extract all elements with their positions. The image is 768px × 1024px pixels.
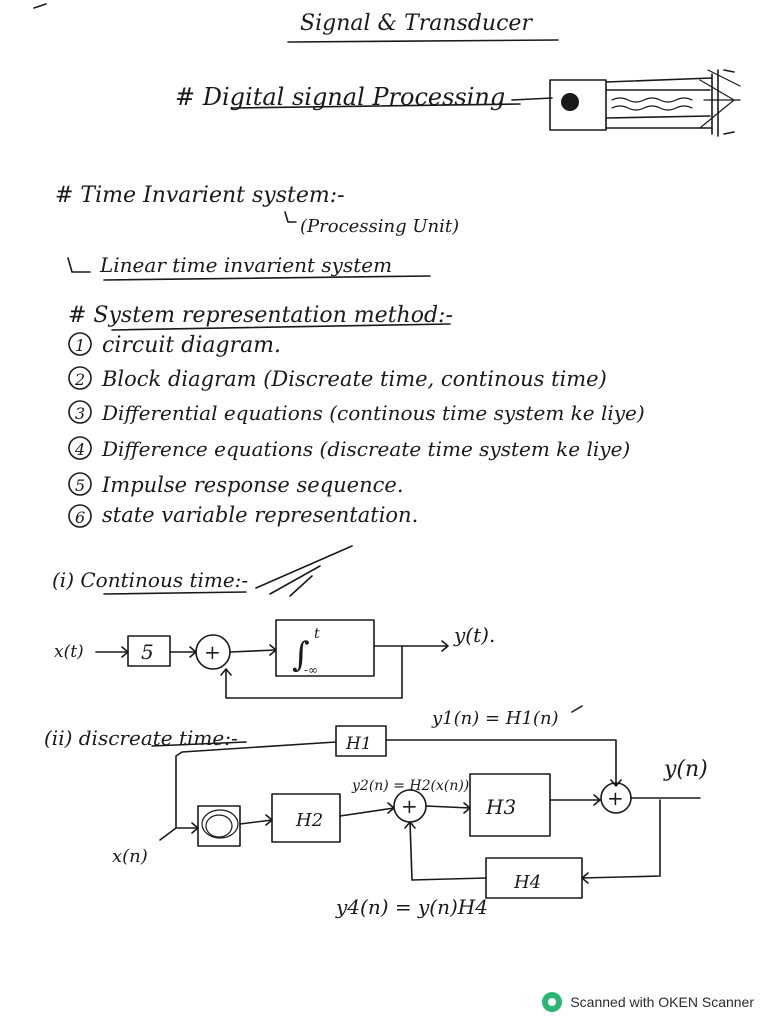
lti-arrow bbox=[67, 257, 91, 273]
svg-text:H3: H3 bbox=[485, 795, 516, 819]
srm-underline bbox=[111, 323, 451, 331]
svg-text:H1: H1 bbox=[345, 734, 372, 754]
ct-output-label: y(t). bbox=[453, 623, 495, 647]
svg-text:4: 4 bbox=[74, 440, 85, 459]
dt-eq-bottom: y4(n) = y(n)H4 bbox=[335, 895, 488, 919]
gain-label: 5 bbox=[141, 640, 154, 664]
svg-text:6: 6 bbox=[75, 508, 85, 527]
svg-text:H2: H2 bbox=[295, 810, 323, 831]
svg-text:3: 3 bbox=[75, 404, 85, 423]
tis-arrow bbox=[284, 211, 297, 223]
svg-text:2: 2 bbox=[74, 370, 85, 389]
title-underline bbox=[287, 39, 559, 43]
list-item: 2 Block diagram (Discreate time, contino… bbox=[68, 366, 607, 391]
svg-text:Block diagram (Discreate time,: Block diagram (Discreate time, continous… bbox=[101, 367, 607, 391]
list-item: 1 circuit diagram. bbox=[68, 332, 281, 358]
method-list: 1 circuit diagram. 2 Block diagram (Disc… bbox=[68, 332, 645, 528]
dt-eq-mid: y2(n) = H2(x(n)) bbox=[351, 778, 469, 794]
svg-text:Difference equations (discreat: Difference equations (discreate time sys… bbox=[101, 437, 630, 461]
continuous-time-diagram: x(t) 5 + ∫ t -∞ y(t). bbox=[54, 619, 495, 699]
scanner-label: Scanned with OKEN Scanner bbox=[570, 994, 754, 1010]
transducer-sketch bbox=[511, 69, 741, 137]
page-title: Signal & Transducer bbox=[300, 11, 533, 36]
dt-output-label: y(n) bbox=[663, 757, 708, 782]
svg-text:t: t bbox=[314, 626, 320, 642]
svg-text:1: 1 bbox=[75, 336, 85, 355]
discrete-time-diagram: H1 x(n) H2 y2(n) = H2(x(n)) + H3 + y(n) … bbox=[112, 725, 708, 919]
ct-scribble bbox=[255, 545, 353, 597]
svg-text:+: + bbox=[401, 794, 418, 818]
list-item: 6 state variable representation. bbox=[68, 503, 418, 528]
gain-block bbox=[127, 635, 171, 667]
svg-text:H4: H4 bbox=[513, 872, 541, 893]
tis-note: (Processing Unit) bbox=[300, 216, 459, 237]
svg-text:+: + bbox=[607, 786, 624, 810]
h1-block bbox=[335, 725, 387, 757]
h3-block bbox=[469, 773, 551, 837]
svg-text:circuit diagram.: circuit diagram. bbox=[102, 333, 281, 358]
corner-mark bbox=[33, 3, 47, 9]
svg-text:-∞: -∞ bbox=[304, 663, 318, 677]
lti-underline bbox=[103, 275, 431, 281]
svg-text:state variable representation.: state variable representation. bbox=[102, 503, 418, 527]
scanner-watermark: Scanned with OKEN Scanner bbox=[542, 992, 754, 1012]
dsp-underline bbox=[231, 103, 521, 109]
svg-text:5: 5 bbox=[75, 476, 85, 495]
dt-heading: (ii) discreate time:- bbox=[44, 726, 238, 750]
h2-block bbox=[271, 793, 341, 843]
heading-tis: # Time Invarient system:- bbox=[55, 183, 345, 208]
ct-underline bbox=[103, 591, 247, 595]
list-item: 4 Difference equations (discreate time s… bbox=[68, 436, 630, 461]
integrator-block bbox=[275, 619, 375, 677]
svg-text:+: + bbox=[204, 640, 221, 664]
oken-logo-icon bbox=[542, 992, 563, 1012]
heading-srm: # System representation method:- bbox=[68, 303, 453, 328]
integral-sign: ∫ bbox=[292, 635, 310, 675]
list-item: 3 Differential equations (continous time… bbox=[68, 400, 645, 425]
ct-input-label: x(t) bbox=[54, 642, 84, 662]
dt-input-label: x(n) bbox=[112, 846, 148, 867]
lti-text: Linear time invarient system bbox=[99, 253, 392, 277]
ct-heading: (i) Continous time:- bbox=[52, 568, 248, 592]
dt-eq-top: y1(n) = H1(n) bbox=[431, 708, 559, 729]
svg-text:Impulse response sequence.: Impulse response sequence. bbox=[101, 473, 404, 497]
svg-text:Differential equations (contin: Differential equations (continous time s… bbox=[101, 401, 645, 425]
scribbled-block bbox=[197, 805, 241, 847]
dt-underline bbox=[151, 741, 247, 747]
list-item: 5 Impulse response sequence. bbox=[68, 472, 404, 497]
